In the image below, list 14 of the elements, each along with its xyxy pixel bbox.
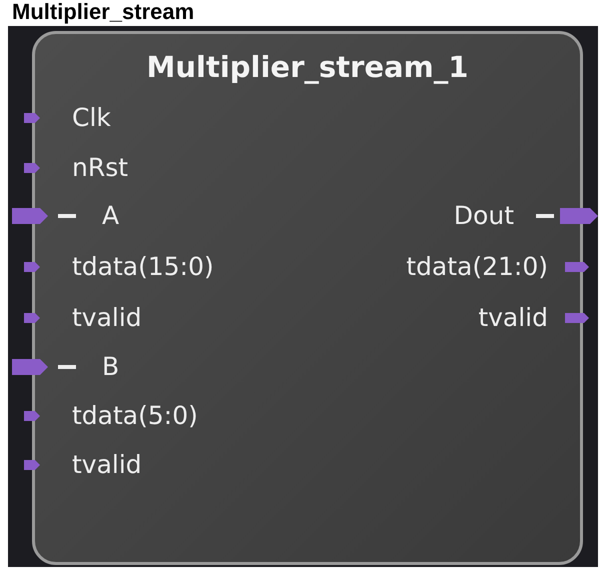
port-label: tdata(21:0) bbox=[406, 252, 548, 282]
module-block bbox=[32, 31, 583, 565]
port-label: Dout bbox=[454, 201, 514, 231]
diagram-title: Multiplier_stream bbox=[12, 0, 194, 24]
port-label: tvalid bbox=[72, 303, 142, 333]
port-label: tvalid bbox=[72, 450, 142, 480]
port-label: tdata(15:0) bbox=[72, 252, 214, 282]
port-label: B bbox=[102, 352, 120, 382]
port-label: tvalid bbox=[478, 303, 548, 333]
port-label: A bbox=[102, 201, 120, 231]
module-name: Multiplier_stream_1 bbox=[146, 50, 470, 84]
port-label: tdata(5:0) bbox=[72, 401, 198, 431]
port-label: nRst bbox=[72, 153, 128, 183]
port-label: Clk bbox=[72, 103, 111, 133]
